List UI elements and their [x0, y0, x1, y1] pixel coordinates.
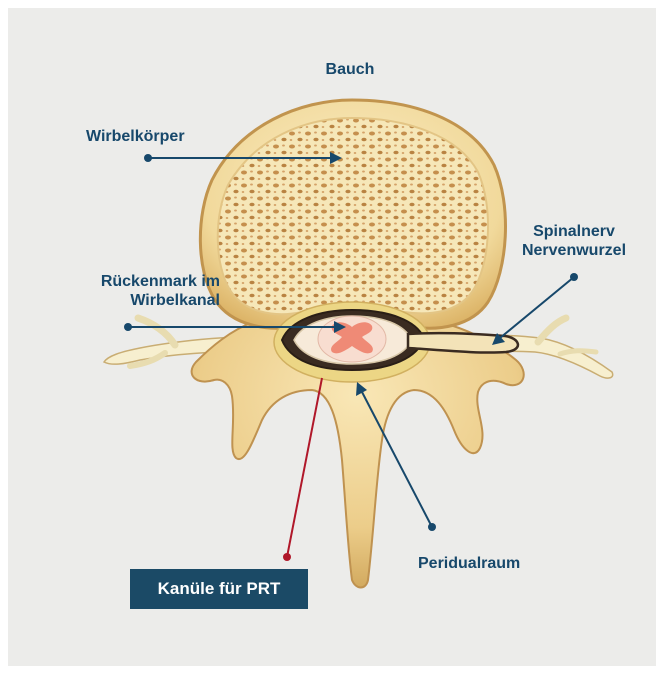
- vertebral-body: [200, 100, 505, 328]
- label-spinal-nerve: Spinalnerv Nervenwurzel: [504, 222, 644, 260]
- pointer-spinal-nerve: [492, 273, 578, 345]
- label-cannula: Kanüle für PRT: [130, 569, 308, 609]
- label-vertebral-body: Wirbelkörper: [86, 127, 185, 146]
- label-spinal-cord-line2: Wirbelkanal: [34, 291, 220, 310]
- label-spinal-cord-line1: Rückenmark im: [34, 272, 220, 291]
- label-spinal-cord: Rückenmark im Wirbelkanal: [34, 272, 220, 310]
- label-spinal-nerve-line2: Nervenwurzel: [504, 241, 644, 260]
- label-spinal-nerve-line1: Spinalnerv: [504, 222, 644, 241]
- label-epidural-space: Peridualraum: [418, 554, 520, 573]
- cannula-pointer: [283, 378, 322, 561]
- label-abdomen: Bauch: [314, 60, 386, 79]
